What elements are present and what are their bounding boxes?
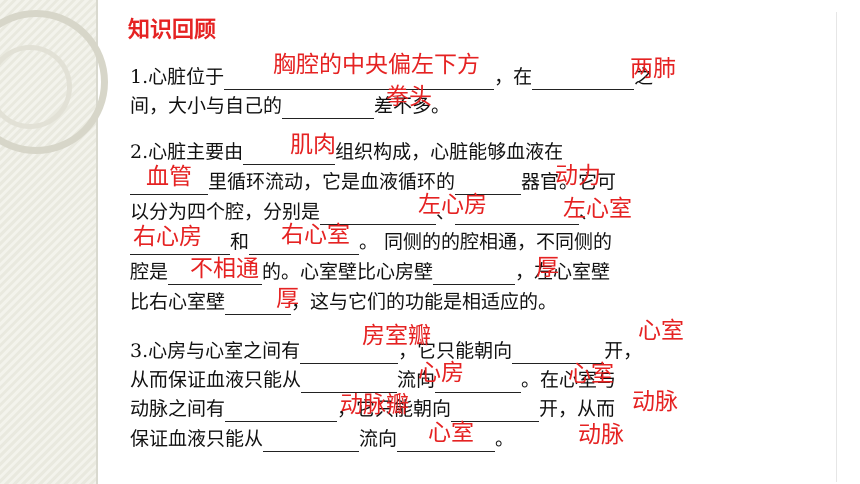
q2-line-4: 和 。 同侧的的腔相通，不同侧的 <box>130 229 612 255</box>
q2-line-6: 比右心室壁 ，这与它们的功能是相适应的。 <box>130 289 557 315</box>
q3-text: 3.心房与心室之间有 <box>130 340 301 362</box>
answer-2: 两肺 <box>630 56 676 82</box>
q2-line-5: 腔是 的。心室壁比心房壁 ，左心室壁 <box>130 259 610 285</box>
answer-4: 肌肉 <box>290 132 336 158</box>
side-divider <box>96 0 98 484</box>
blank-underline <box>282 96 375 119</box>
q2-line-2: 里循环流动，它是血液循环的 器官。它可 <box>130 169 616 195</box>
q3-text: 流向 <box>397 369 436 391</box>
q3-text: 流向 <box>359 428 398 450</box>
answer-12: 厚 <box>536 255 559 281</box>
answer-3: 拳头 <box>386 84 432 110</box>
blank-underline <box>249 232 360 255</box>
blank-underline <box>168 262 263 285</box>
q3-text: 。 <box>495 428 515 450</box>
q1-text: 1.心脏位于 <box>130 66 225 88</box>
answer-13: 厚 <box>276 286 299 312</box>
q2-line-1: 2.心脏主要由 组织构成，心脏能够血液在 <box>130 139 563 165</box>
blank-underline <box>320 202 437 225</box>
answer-7: 左心房 <box>418 192 487 218</box>
answer-8: 左心室 <box>563 196 632 222</box>
q1-line-2: 间，大小与自己的 差不多。 <box>130 93 450 119</box>
q2-text: 腔是 <box>130 261 169 283</box>
blank-underline <box>435 370 522 393</box>
answer-19: 动脉 <box>632 389 678 415</box>
blank-underline <box>397 429 496 452</box>
blank-underline <box>532 67 635 90</box>
q2-line-3: 以分为四个腔，分别是 、 、 <box>130 199 598 225</box>
answer-6: 动力 <box>555 163 601 189</box>
answer-21: 动脉 <box>578 422 624 448</box>
answer-15: 心室 <box>638 318 684 344</box>
ring-ornament-small-icon <box>0 45 72 129</box>
q3-line-2: 从而保证血液只能从 流向 。在心室与 <box>130 367 616 393</box>
q3-line-3: 动脉之间有 ，它只能朝向 开，从而 <box>130 396 615 422</box>
blank-underline <box>263 429 360 452</box>
q2-text: 里循环流动，它是血液循环的 <box>208 171 456 193</box>
q2-text: ，左心室壁 <box>515 261 611 283</box>
q2-text: 比右心室壁 <box>130 291 226 313</box>
q2-text: 、 <box>436 201 456 223</box>
q2-text: 2.心脏主要由 <box>130 141 244 163</box>
answer-10: 右心室 <box>281 222 350 248</box>
q2-text: 。 同侧的的腔相通，不同侧的 <box>359 231 613 253</box>
q3-text: 从而保证血液只能从 <box>130 369 302 391</box>
q3-text: 保证血液只能从 <box>130 428 264 450</box>
q1-line-1: 1.心脏位于 ，在 之 <box>130 64 653 90</box>
answer-9: 右心房 <box>133 224 202 250</box>
answer-18: 动脉瓣 <box>340 392 409 418</box>
blank-underline <box>225 292 292 315</box>
right-divider <box>836 12 837 482</box>
q2-text: 的。心室壁比心房壁 <box>262 261 434 283</box>
blank-underline <box>243 142 336 165</box>
q2-text: 以分为四个腔，分别是 <box>130 201 321 223</box>
blank-underline <box>433 262 516 285</box>
answer-5: 血管 <box>146 164 192 190</box>
blank-underline <box>512 341 605 364</box>
q3-text: 开， <box>604 340 643 362</box>
q1-text: 之 <box>634 66 654 88</box>
q3-text: ，它只能朝向 <box>337 398 452 420</box>
q3-text: 。在心室与 <box>521 369 617 391</box>
blank-underline <box>130 172 208 195</box>
answer-11: 不相通 <box>190 256 259 282</box>
q2-text: 组织构成，心脏能够血液在 <box>335 141 564 163</box>
q2-text: ，这与它们的功能是相适应的。 <box>291 291 558 313</box>
q2-text: 和 <box>230 231 250 253</box>
blank-underline <box>455 172 522 195</box>
q3-line-4: 保证血液只能从 流向 。 <box>130 426 514 452</box>
answer-20: 心室 <box>428 420 474 446</box>
q1-text: 间，大小与自己的 <box>130 95 283 117</box>
slide-title: 知识回顾 <box>128 18 217 43</box>
answer-17: 心室 <box>568 361 614 387</box>
q1-text: ，在 <box>494 66 533 88</box>
answer-16: 心房 <box>418 360 464 386</box>
q3-text: ，它只能朝向 <box>398 340 513 362</box>
q2-text: 、 <box>579 201 599 223</box>
blank-underline <box>130 232 230 255</box>
q3-line-1: 3.心房与心室之间有 ，它只能朝向 开， <box>130 338 642 364</box>
blank-underline <box>301 370 398 393</box>
blank-underline <box>455 202 580 225</box>
q3-text: 动脉之间有 <box>130 398 226 420</box>
blank-underline <box>300 341 399 364</box>
q2-text: 器官。它可 <box>521 171 617 193</box>
blank-underline <box>451 399 540 422</box>
q1-text: 差不多。 <box>374 95 451 117</box>
q3-text: 开，从而 <box>539 398 616 420</box>
blank-underline <box>225 399 338 422</box>
answer-1: 胸腔的中央偏左下方 <box>273 52 480 78</box>
ring-ornament-icon <box>0 10 108 154</box>
blank-underline <box>224 67 495 90</box>
answer-14: 房室瓣 <box>362 323 431 349</box>
